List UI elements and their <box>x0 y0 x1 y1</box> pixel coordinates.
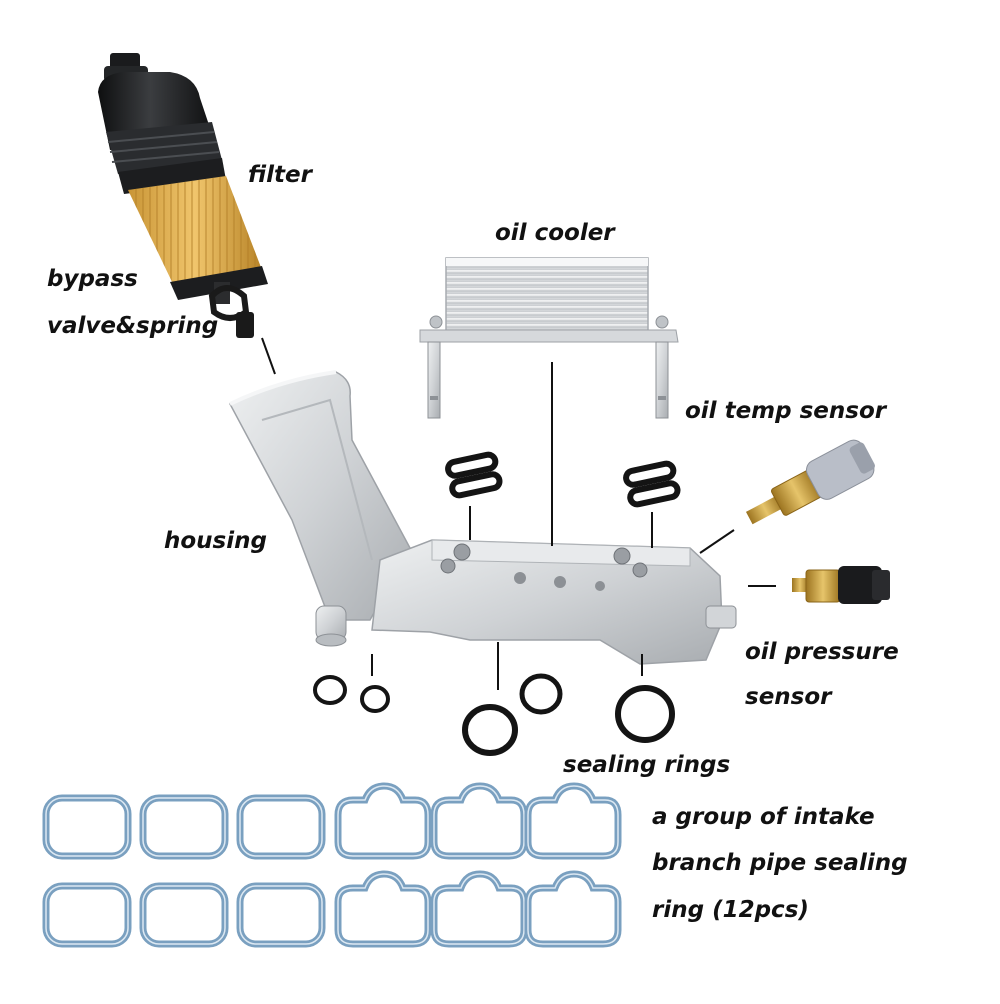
oil-cooler <box>419 257 679 419</box>
intake-gasket <box>139 882 229 948</box>
label-oil-cooler: oil cooler <box>495 220 615 246</box>
leader-lines <box>261 337 776 690</box>
oil-pressure-sensor <box>792 566 890 604</box>
label-filter: filter <box>248 162 312 188</box>
intake-gasket <box>524 870 622 948</box>
intake-gasket <box>334 782 432 860</box>
oil-filter <box>98 53 268 338</box>
label-oil-temp-sensor: oil temp sensor <box>685 398 887 424</box>
intake-gasket <box>236 794 326 860</box>
oil-temp-sensor <box>745 439 875 525</box>
intake-gasket <box>334 870 432 948</box>
intake-gasket <box>430 870 528 948</box>
label-bypass-line2: valve&spring <box>47 313 219 339</box>
label-housing: housing <box>164 528 267 554</box>
label-intake-line1: a group of intake <box>652 804 875 830</box>
label-sealing-rings: sealing rings <box>563 752 731 778</box>
intake-gasket <box>42 882 132 948</box>
sealing-rings <box>313 673 675 756</box>
filter-housing <box>228 370 737 665</box>
intake-gasket <box>430 782 528 860</box>
cooler-gaskets <box>445 451 681 508</box>
intake-gaskets <box>42 782 622 948</box>
intake-gasket <box>524 782 622 860</box>
label-oil-pressure-line2: sensor <box>745 684 832 710</box>
label-intake-line2: branch pipe sealing <box>652 850 908 876</box>
label-bypass-line1: bypass <box>47 266 138 292</box>
intake-gasket <box>42 794 132 860</box>
label-intake-line3: ring (12pcs) <box>652 897 809 923</box>
intake-gasket <box>139 794 229 860</box>
intake-gasket <box>236 882 326 948</box>
label-oil-pressure-line1: oil pressure <box>745 639 899 665</box>
